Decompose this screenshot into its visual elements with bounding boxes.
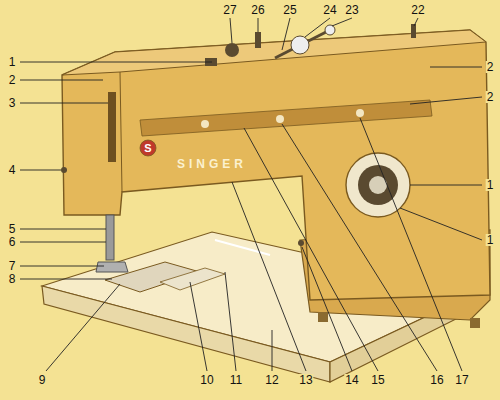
callout-number: 11 bbox=[229, 374, 243, 386]
callout-number: 12 bbox=[264, 374, 279, 386]
callout-number: 24 bbox=[322, 4, 337, 16]
callout-number: 13 bbox=[298, 374, 313, 386]
callout-number: 10 bbox=[199, 374, 214, 386]
callout-number: 7 bbox=[8, 260, 17, 272]
callout-number: 1 bbox=[8, 56, 17, 68]
callout-number: 8 bbox=[8, 273, 17, 285]
callout-number: 2 bbox=[8, 74, 17, 86]
callout-number: 16 bbox=[429, 374, 444, 386]
callout-number: 23 bbox=[344, 4, 359, 16]
callout-number: 9 bbox=[38, 374, 47, 386]
callout-number: 5 bbox=[8, 223, 17, 235]
callout-number: 2 bbox=[486, 91, 495, 103]
callout-number: 22 bbox=[410, 4, 425, 16]
brand-name: SINGER bbox=[176, 158, 248, 170]
callout-number: 15 bbox=[370, 374, 385, 386]
callout-number: 4 bbox=[8, 164, 17, 176]
callout-number: 1 bbox=[486, 179, 495, 191]
callout-number: 26 bbox=[250, 4, 265, 16]
callout-number: 17 bbox=[454, 374, 469, 386]
callout-number: 2 bbox=[486, 61, 495, 73]
callout-number: 3 bbox=[8, 97, 17, 109]
callout-number: 27 bbox=[222, 4, 237, 16]
callout-number: 6 bbox=[8, 236, 17, 248]
callout-number: 25 bbox=[282, 4, 297, 16]
logo-letter: S bbox=[143, 143, 152, 154]
callout-number: 14 bbox=[344, 374, 359, 386]
callout-number: 1 bbox=[486, 234, 495, 246]
